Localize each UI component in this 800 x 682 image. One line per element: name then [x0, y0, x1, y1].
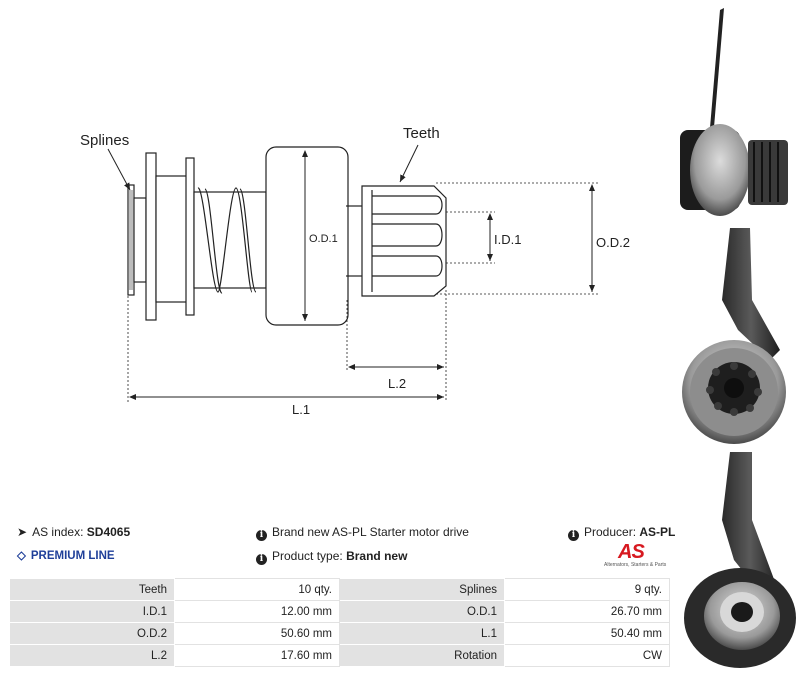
- pinion-gear: [361, 185, 447, 297]
- table-row: O.D.2 50.60 mm L.1 50.40 mm: [9, 622, 670, 645]
- spec-label: Rotation: [339, 644, 505, 667]
- spec-value: 50.60 mm: [174, 622, 340, 645]
- logo-tagline: Alternators, Starters & Parts: [604, 562, 667, 568]
- spec-label: L.1: [339, 622, 505, 645]
- producer: i Producer: AS-PL: [568, 525, 675, 541]
- spec-value: 50.40 mm: [504, 622, 670, 645]
- spec-value: 10 qty.: [174, 578, 340, 601]
- id1-label: I.D.1: [494, 232, 521, 247]
- description-text: Brand new AS-PL Starter motor drive: [272, 525, 469, 539]
- l1-label: L.1: [292, 402, 310, 417]
- product-type-value: Brand new: [346, 549, 408, 563]
- product-photos: [680, 8, 796, 668]
- l2-label: L.2: [388, 376, 406, 391]
- spec-label: O.D.1: [339, 600, 505, 623]
- spline-flange: [127, 184, 135, 296]
- brand-logo: AS Alternators, Starters & Parts: [604, 541, 672, 569]
- collar: [133, 197, 147, 283]
- as-index: ➤ AS index: SD4065: [17, 525, 130, 539]
- info-icon: i: [568, 530, 579, 541]
- spec-value: 17.60 mm: [174, 644, 340, 667]
- technical-drawing: O.D.1 I.D.1 O.D.2 L.2 L.1 Splines Teeth: [80, 125, 630, 417]
- od2-label: O.D.2: [596, 235, 630, 250]
- od1-label: O.D.1: [309, 233, 338, 245]
- table-row: I.D.1 12.00 mm O.D.1 26.70 mm: [9, 600, 670, 623]
- photo-angled-view: [684, 452, 796, 668]
- diamond-icon: ◇: [17, 550, 26, 562]
- spec-value: 9 qty.: [504, 578, 670, 601]
- hub: [155, 175, 191, 303]
- spec-label: I.D.1: [9, 600, 175, 623]
- info-icon: i: [256, 530, 267, 541]
- teeth-leader: [399, 144, 419, 183]
- table-row: L.2 17.60 mm Rotation CW: [9, 644, 670, 667]
- splines-label: Splines: [80, 132, 129, 149]
- producer-label: Producer:: [584, 525, 637, 539]
- table-row: Teeth 10 qty. Splines 9 qty.: [9, 578, 670, 601]
- producer-value: AS-PL: [639, 525, 676, 539]
- premium-label: PREMIUM LINE: [30, 550, 115, 562]
- logo-mark: AS: [618, 541, 645, 563]
- teeth-label: Teeth: [403, 125, 440, 142]
- spring-sleeve: [193, 191, 267, 289]
- product-type: i Product type: Brand new: [256, 549, 407, 565]
- spec-value: 26.70 mm: [504, 600, 670, 623]
- spec-value: CW: [504, 644, 670, 667]
- spec-label: Splines: [339, 578, 505, 601]
- washer: [145, 152, 157, 321]
- washer-2: [185, 157, 195, 316]
- spec-label: L.2: [9, 644, 175, 667]
- spec-value: 12.00 mm: [174, 600, 340, 623]
- photo-side-view: [680, 8, 788, 216]
- premium-line: ◇ PREMIUM LINE: [17, 548, 115, 562]
- splines-leader: [107, 148, 131, 191]
- spec-label: O.D.2: [9, 622, 175, 645]
- photo-front-view: [682, 228, 786, 444]
- description: i Brand new AS-PL Starter motor drive: [256, 525, 469, 541]
- tag-icon: ➤: [17, 525, 28, 539]
- info-icon: i: [256, 554, 267, 565]
- as-index-value: SD4065: [86, 525, 131, 539]
- spec-label: Teeth: [9, 578, 175, 601]
- as-index-label: AS index:: [32, 525, 84, 539]
- product-type-label: Product type:: [272, 549, 343, 563]
- specs-table: Teeth 10 qty. Splines 9 qty. I.D.1 12.00…: [9, 578, 670, 667]
